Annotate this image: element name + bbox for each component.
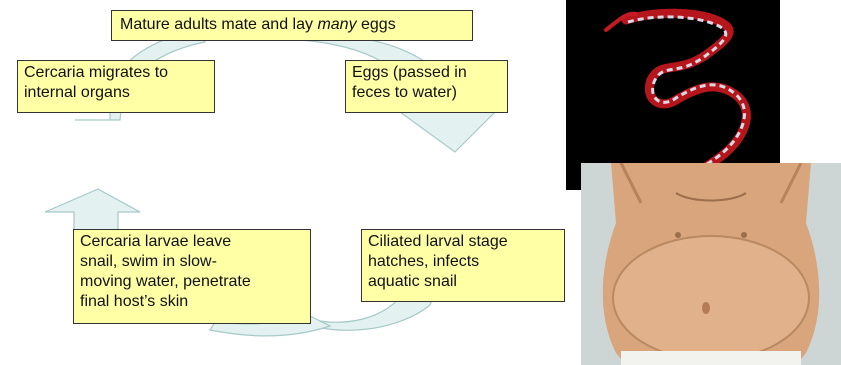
stage-line: moving water, penetrate: [80, 272, 304, 292]
stage-eggs: Eggs (passed in feces to water): [345, 60, 508, 113]
stage-cercaria-larvae: Cercaria larvae leave snail, swim in slo…: [73, 229, 311, 324]
stage-line: internal organs: [24, 83, 208, 103]
stage-mature-adults: Mature adults mate and lay many eggs: [111, 10, 473, 41]
patient-photo: [581, 163, 841, 365]
stage-mature-adults-emphasis: many: [317, 16, 356, 33]
stage-line: snail, swim in slow-: [80, 252, 304, 272]
stage-line: Cercaria larvae leave: [80, 232, 304, 252]
stage-line: feces to water): [352, 83, 501, 103]
stage-ciliated-larval: Ciliated larval stage hatches, infects a…: [361, 229, 565, 302]
schistosome-worm-photo: [566, 0, 780, 190]
stage-line: Ciliated larval stage: [368, 232, 558, 252]
stage-line: aquatic snail: [368, 272, 558, 292]
stage-mature-adults-text: Mature adults mate and lay: [120, 16, 317, 33]
stage-line: Cercaria migrates to: [24, 63, 208, 83]
stage-line: Eggs (passed in: [352, 63, 501, 83]
stage-mature-adults-text-end: eggs: [357, 16, 396, 33]
stage-line: hatches, infects: [368, 252, 558, 272]
stage-line: final host’s skin: [80, 292, 304, 312]
stage-cercaria-migrates: Cercaria migrates to internal organs: [17, 60, 215, 113]
